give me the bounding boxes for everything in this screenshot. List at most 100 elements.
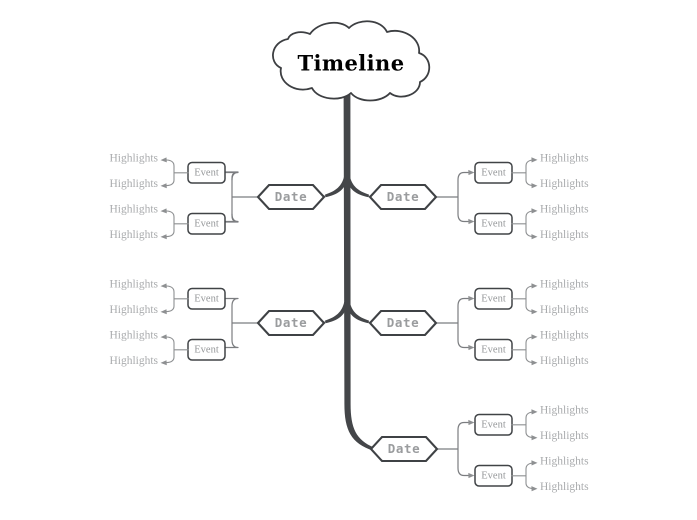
date-hexagon <box>368 309 438 337</box>
date-label: Date <box>387 315 420 330</box>
arrow-icon <box>531 183 538 189</box>
arrow-icon <box>531 208 538 214</box>
event-node-2-right-b[interactable]: Event <box>474 338 513 361</box>
leaf-bracket-3ra <box>511 411 535 439</box>
highlight-label: Highlights <box>540 153 589 165</box>
branch-2-right-bracket <box>435 297 471 349</box>
event-label: Event <box>194 293 219 304</box>
arrow-icon <box>468 419 475 426</box>
event-node-1-right-a[interactable]: Event <box>474 161 513 184</box>
branch-1-left-bracket-stems <box>224 171 239 223</box>
event-node-3-right-b[interactable]: Event <box>474 464 513 487</box>
leaf-bracket-3rb <box>511 462 535 490</box>
arrow-icon <box>531 283 538 289</box>
central-trunk <box>325 92 374 451</box>
cloud-icon <box>272 20 431 102</box>
event-node-2-left-a[interactable]: Event <box>187 287 226 310</box>
arrow-icon <box>468 472 475 479</box>
arrow-icon <box>160 157 167 163</box>
branch-2-left: Date Event Highlights Highlights Event H… <box>109 279 326 367</box>
highlight-label: Highlights <box>109 279 158 291</box>
arrow-icon <box>468 295 475 302</box>
arrow-icon <box>160 283 167 289</box>
trunk-flare-row2 <box>325 302 369 324</box>
arrow-icon <box>468 218 475 225</box>
leaf-bracket-2la <box>165 285 189 313</box>
highlight-label: Highlights <box>109 330 158 342</box>
branch-1-right: Date Event Highlights Highlights Event H… <box>368 153 589 241</box>
event-label: Event <box>481 293 506 304</box>
date-label: Date <box>275 315 308 330</box>
event-node-2-right-a[interactable]: Event <box>474 287 513 310</box>
highlight-label: Highlights <box>540 456 589 468</box>
arrow-icon <box>531 409 538 415</box>
highlight-label: Highlights <box>540 229 589 241</box>
arrow-icon <box>468 169 475 176</box>
highlight-label: Highlights <box>540 178 589 190</box>
date-node-1-right[interactable]: Date <box>368 183 438 211</box>
arrow-icon <box>531 360 538 366</box>
arrow-icon <box>160 334 167 340</box>
date-hexagon <box>368 183 438 211</box>
highlight-label: Highlights <box>109 304 158 316</box>
date-hexagon <box>256 309 326 337</box>
root-label: Timeline <box>298 51 405 76</box>
highlight-label: Highlights <box>540 430 589 442</box>
arrow-icon <box>468 344 475 351</box>
leaf-bracket-1rb <box>511 210 535 238</box>
arrow-icon <box>531 435 538 441</box>
date-node-3-right[interactable]: Date <box>369 435 439 463</box>
date-hexagon <box>256 183 326 211</box>
event-label: Event <box>194 218 219 229</box>
arrow-icon <box>160 208 167 214</box>
event-node-1-right-b[interactable]: Event <box>474 212 513 235</box>
branch-1-right-bracket <box>435 171 471 223</box>
trunk-stem <box>343 92 374 451</box>
highlight-label: Highlights <box>540 405 589 417</box>
branch-3-right-bracket <box>436 421 471 477</box>
root-node[interactable]: Timeline <box>272 20 431 102</box>
branch-2-right: Date Event Highlights Highlights Event H… <box>368 279 589 367</box>
leaf-bracket-1la <box>165 159 189 187</box>
event-node-1-left-a[interactable]: Event <box>187 161 226 184</box>
branch-1-left: Date Event Highlights Highlights Event H… <box>109 153 326 241</box>
highlight-label: Highlights <box>540 481 589 493</box>
leaf-bracket-2rb <box>511 336 535 364</box>
leaf-bracket-1ra <box>511 159 535 187</box>
branch-3-right: Date Event Highlights Highlights Event H… <box>369 405 589 493</box>
event-label: Event <box>194 167 219 178</box>
branch-2-left-bracket <box>224 297 259 349</box>
highlight-label: Highlights <box>540 279 589 291</box>
date-node-2-right[interactable]: Date <box>368 309 438 337</box>
event-node-2-left-b[interactable]: Event <box>187 338 226 361</box>
branch-1-left-bracket <box>223 171 259 223</box>
event-node-1-left-b[interactable]: Event <box>187 212 226 235</box>
highlight-label: Highlights <box>109 153 158 165</box>
date-node-2-left[interactable]: Date <box>256 309 326 337</box>
date-label: Date <box>387 189 420 204</box>
arrow-icon <box>531 234 538 240</box>
highlight-label: Highlights <box>109 355 158 367</box>
leaf-bracket-2ra <box>511 285 535 313</box>
arrow-icon <box>160 360 167 366</box>
date-hexagon <box>369 435 439 463</box>
arrow-icon <box>531 157 538 163</box>
date-label: Date <box>275 189 308 204</box>
highlight-label: Highlights <box>540 330 589 342</box>
date-label: Date <box>388 441 421 456</box>
event-label: Event <box>481 167 506 178</box>
event-node-3-right-a[interactable]: Event <box>474 413 513 436</box>
event-label: Event <box>481 470 506 481</box>
arrow-icon <box>531 334 538 340</box>
event-label: Event <box>481 218 506 229</box>
arrow-icon <box>160 183 167 189</box>
arrow-icon <box>160 309 167 315</box>
date-node-1-left[interactable]: Date <box>256 183 326 211</box>
arrow-icon <box>531 486 538 492</box>
trunk-flare-row1 <box>325 176 369 198</box>
arrow-icon <box>531 309 538 315</box>
arrow-icon <box>531 460 538 466</box>
highlight-label: Highlights <box>109 229 158 241</box>
